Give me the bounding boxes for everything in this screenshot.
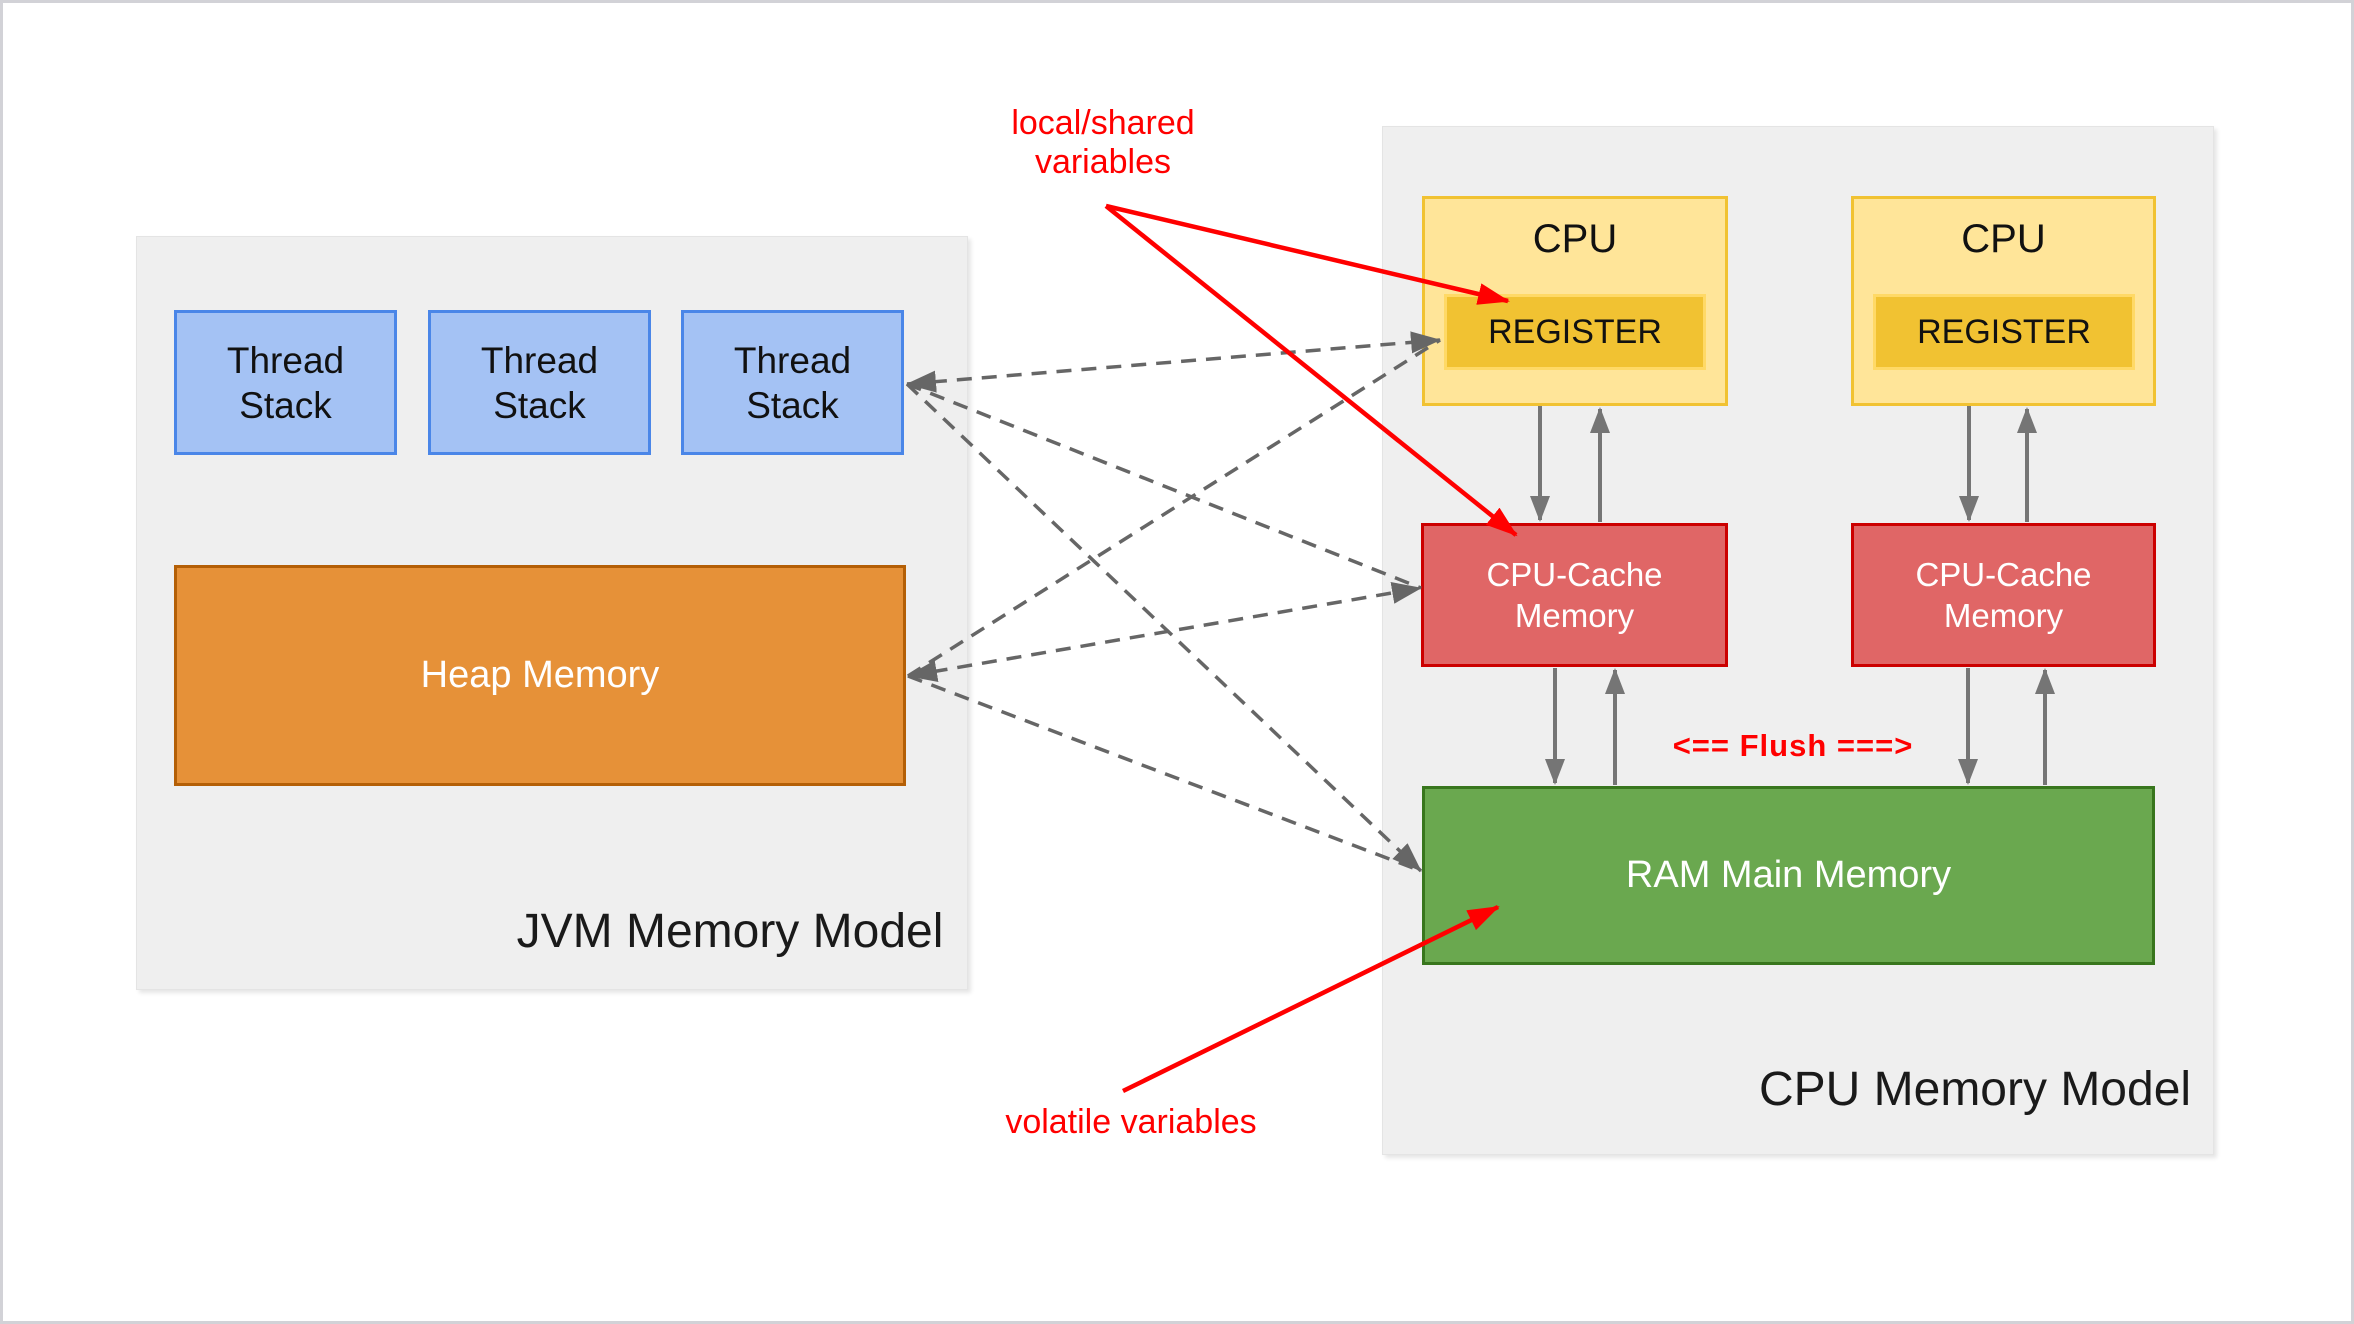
dashed-link-heap-register bbox=[907, 338, 1441, 678]
volatile-variables-label: volatile variables bbox=[1005, 1103, 1257, 1141]
flush-label: <== Flush ===> bbox=[1672, 728, 1914, 763]
cpu-panel-title: CPU Memory Model bbox=[1758, 1063, 2192, 1116]
dashed-link-heap-cache bbox=[907, 582, 1422, 682]
thread-stack-box-1: Thread Stack bbox=[174, 310, 397, 455]
heap-memory-box: Heap Memory bbox=[174, 565, 906, 786]
cpu-label-2: CPU bbox=[1961, 217, 2046, 261]
thread-stack-box-3: Thread Stack bbox=[681, 310, 904, 455]
cpu-box-2: CPU REGISTER bbox=[1851, 196, 2156, 406]
cpu-cache-memory-box-2: CPU-Cache Memory bbox=[1851, 523, 2156, 667]
local-shared-variables-label: local/shared variables bbox=[1011, 104, 1195, 181]
dashed-link-threadstack-register bbox=[906, 331, 1441, 393]
cpu-cache-memory-box-1: CPU-Cache Memory bbox=[1421, 523, 1728, 667]
ram-main-memory-box: RAM Main Memory bbox=[1422, 786, 2155, 965]
dashed-link-threadstack-cache bbox=[906, 382, 1422, 590]
cpu-box-1: CPU REGISTER bbox=[1422, 196, 1728, 406]
dashed-link-heap-ram bbox=[907, 674, 1422, 873]
thread-stack-box-2: Thread Stack bbox=[428, 310, 651, 455]
cpu-label-1: CPU bbox=[1532, 217, 1618, 261]
register-box-2: REGISTER bbox=[1873, 294, 2135, 370]
register-box-1: REGISTER bbox=[1444, 294, 1706, 370]
dashed-link-threadstack-ram bbox=[905, 382, 1423, 873]
jvm-panel-title: JVM Memory Model bbox=[516, 905, 944, 958]
